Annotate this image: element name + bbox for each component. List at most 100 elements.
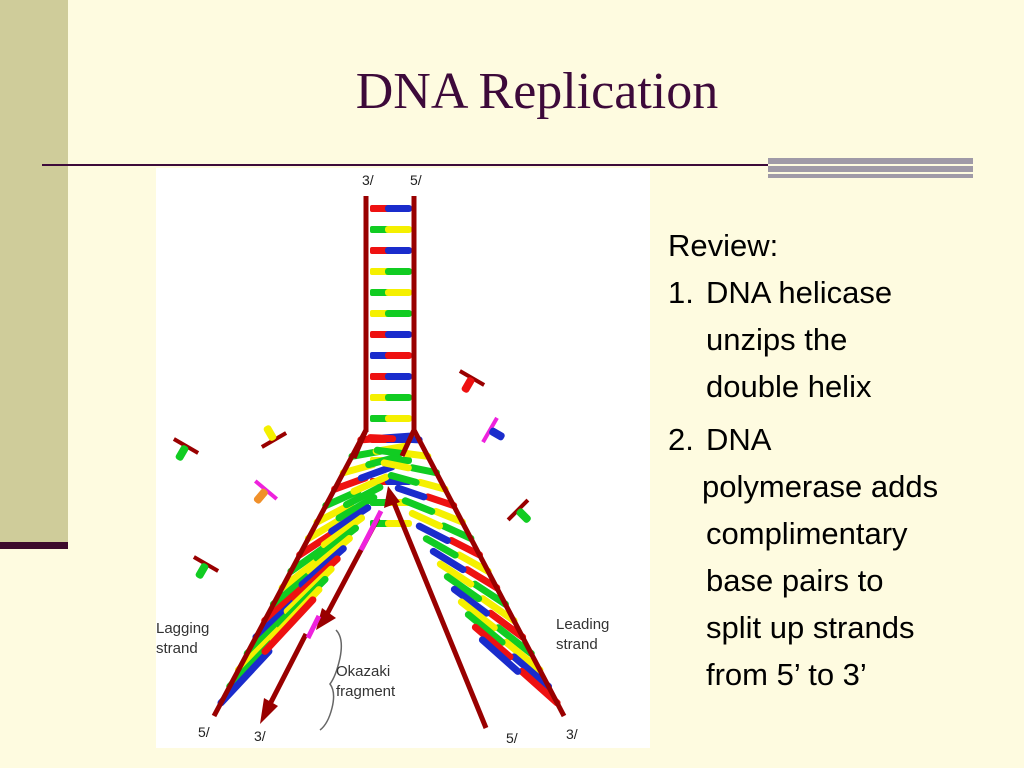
review-item-2: 2. DNA polymerase adds complimentary bas… <box>668 416 1018 698</box>
free-nucleotide-base <box>263 425 277 441</box>
base-right <box>385 520 412 527</box>
title-underline <box>42 164 972 166</box>
leading-arm-inner-base <box>394 484 428 501</box>
review-item-1-line: double helix <box>706 369 872 404</box>
okazaki-arrowhead <box>316 608 336 630</box>
leading-arm-outer-base <box>494 624 535 658</box>
leading-label-line1: Leading <box>556 616 610 633</box>
lagging-arrowhead <box>260 698 278 724</box>
leading-arm-inner-base <box>436 560 475 588</box>
free-nucleotide-base <box>516 508 531 523</box>
lagging-label-line1: Lagging <box>156 620 210 637</box>
primer-lower <box>305 614 322 640</box>
free-nucleotide <box>506 498 531 523</box>
side-decoration-band <box>0 0 68 542</box>
leading-arm-inner-base <box>471 623 514 661</box>
leading-arm-outer-base <box>502 638 544 674</box>
side-decoration-line <box>0 542 68 549</box>
leading-arm-inner-base <box>415 522 451 545</box>
lagging-arm-inner-base <box>357 463 396 482</box>
base-right <box>385 373 412 380</box>
leading-new-strand <box>389 497 489 729</box>
leading-arm-inner-base <box>478 636 522 675</box>
lagging-arm-inner-base <box>298 545 347 589</box>
base-right <box>385 226 412 233</box>
review-item-2-line: polymerase adds <box>702 469 939 504</box>
review-item-2-text: DNA polymerase adds complimentary base p… <box>702 416 938 698</box>
lagging-arm-inner-base <box>335 494 378 522</box>
free-nucleotide <box>260 425 288 449</box>
lagging-arm-outer-backbone <box>211 428 369 718</box>
base-right <box>385 331 412 338</box>
leading-arm-outer-base <box>408 464 440 477</box>
lagging-new-strand <box>265 632 309 710</box>
review-item-2-number: 2. <box>668 422 694 457</box>
review-item-2-line: base pairs to <box>706 563 884 598</box>
base-right <box>385 394 412 401</box>
base-right <box>385 205 412 212</box>
lagging-arm-inner-base <box>328 504 372 535</box>
base-right <box>385 310 412 317</box>
free-nucleotide <box>481 416 505 444</box>
leading-arm-outer-base <box>486 609 527 641</box>
leading-arm-outer-base <box>447 537 484 559</box>
leading-arm-outer-base <box>424 493 458 510</box>
okazaki-fragment-label: Okazaki fragment <box>336 662 395 702</box>
review-heading: Review: <box>668 228 779 263</box>
leading-arm-outer-base <box>510 653 552 690</box>
leading-arrowhead <box>384 486 400 508</box>
lagging-arm-inner-base <box>320 514 366 549</box>
leading-arm-inner-base <box>366 434 397 443</box>
lagging-arm-outer-base <box>304 514 347 542</box>
leading-strand-label: Leading strand <box>556 615 609 655</box>
lagging-arm-inner-base <box>313 524 360 562</box>
leading-arm-inner-base <box>457 598 498 632</box>
review-text-block: Review: 1. DNA helicase unzips the doubl… <box>668 222 1018 698</box>
lagging-arm-outer-base <box>217 647 273 707</box>
leading-arm-inner-base <box>408 509 444 530</box>
leading-arm-inner-base <box>464 611 506 646</box>
review-item-1-line: unzips the <box>706 322 848 357</box>
lagging-arm-inner-base <box>350 473 390 495</box>
leading-arm-inner-base <box>429 547 467 574</box>
leading-arm-inner-base <box>373 446 405 457</box>
free-nucleotide <box>253 479 279 504</box>
top-right-end-label: 5/ <box>410 172 422 188</box>
leading-arm-outer-base <box>518 667 561 707</box>
bottom-left-3-label: 3/ <box>254 728 266 744</box>
okazaki-label-line2: fragment <box>336 683 396 700</box>
review-item-1-number: 1. <box>668 275 694 310</box>
leading-arm-outer-base <box>401 449 432 460</box>
leading-arm-outer-base <box>471 580 509 608</box>
leading-label-line2: strand <box>556 636 598 653</box>
lagging-arm-inner-base <box>342 483 384 509</box>
free-nucleotide-base <box>195 563 209 579</box>
base-right <box>385 352 412 359</box>
review-item-1-text: DNA helicase unzips the double helix <box>706 269 892 410</box>
leading-arm-inner-base <box>443 573 483 603</box>
free-nucleotide <box>192 555 220 579</box>
leading-arm-outer-base <box>455 551 492 575</box>
lagging-label-line2: strand <box>156 640 198 657</box>
review-item-1: 1. DNA helicase unzips the double helix <box>668 269 1018 410</box>
free-nucleotide-base <box>489 427 505 441</box>
review-item-2-line: split up strands <box>706 610 915 645</box>
bottom-right-5-label: 5/ <box>506 730 518 746</box>
bottom-left-5-label: 5/ <box>198 724 210 740</box>
review-item-2-line: from 5’ to 3’ <box>706 657 867 692</box>
free-nucleotide-base <box>175 445 189 461</box>
base-right <box>385 289 412 296</box>
lagging-arm-outer-base <box>296 527 340 559</box>
review-item-2-line: complimentary <box>706 516 908 551</box>
top-left-end-label: 3/ <box>362 172 374 188</box>
free-nucleotide-base <box>253 488 268 504</box>
leading-arm-outer-base <box>416 478 449 493</box>
free-nucleotide-base <box>461 377 475 393</box>
leading-arm-inner-base <box>450 585 490 617</box>
lagging-arm-inner-base <box>305 534 353 575</box>
leading-arm-inner-base <box>387 472 420 486</box>
free-nucleotide <box>458 369 486 393</box>
title-rule-accent <box>768 158 973 178</box>
lagging-strand-label: Lagging strand <box>156 619 209 659</box>
base-right <box>385 268 412 275</box>
